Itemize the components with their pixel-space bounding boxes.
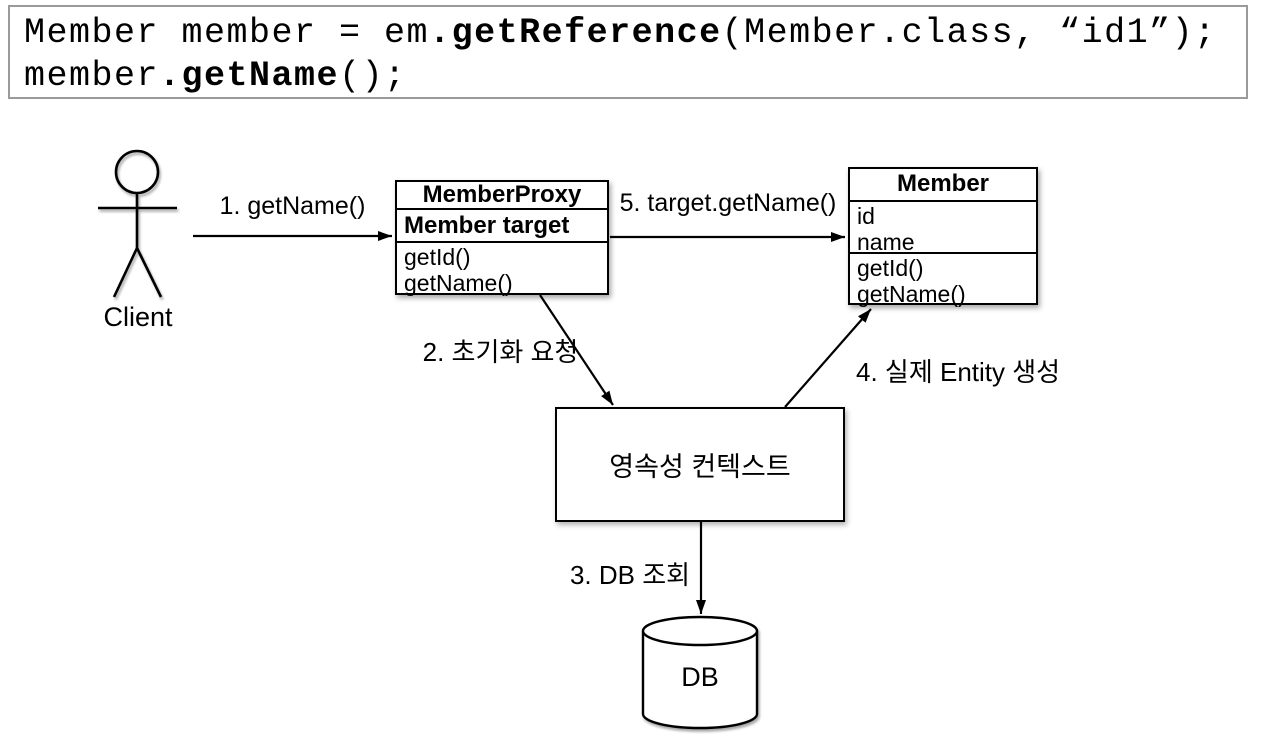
db-cylinder	[641, 615, 759, 730]
db-label: DB	[681, 662, 719, 692]
client-actor-label: Client	[103, 302, 173, 332]
actor-head	[114, 149, 160, 195]
memberproxy-method-getname: getName()	[404, 270, 513, 296]
actor-right-leg	[135, 247, 163, 298]
member-class-box: Member id name getId() getName()	[848, 167, 1038, 307]
label-step4-create-entity: 4. 실제 Entity 생성	[856, 357, 1061, 387]
label-step2-init-request: 2. 초기화 요청	[422, 337, 579, 367]
member-field-name: name	[857, 229, 915, 254]
arrow-step2-init-request	[539, 294, 614, 406]
member-methods: getId() getName()	[850, 254, 1036, 307]
member-method-getid: getId()	[857, 255, 924, 281]
label-step1-getname: 1. getName()	[219, 192, 366, 220]
db-cylinder-body	[641, 631, 759, 730]
code-text: Member member = em	[24, 13, 430, 53]
code-text: (Member.class, “id1”);	[721, 13, 1217, 53]
memberproxy-title: MemberProxy	[397, 182, 607, 210]
label-step3-db-query: 3. DB 조회	[569, 560, 691, 590]
memberproxy-class-box: MemberProxy Member target getId() getNam…	[395, 180, 609, 296]
label-step5-target-getname: 5. target.getName()	[619, 189, 837, 217]
code-line-2: member.getName();	[24, 55, 1246, 98]
member-method-getname: getName()	[857, 281, 966, 307]
actor-left-leg	[112, 247, 139, 298]
member-fields: id name	[850, 202, 1036, 254]
memberproxy-method-getid: getId()	[404, 244, 471, 270]
code-line-1: Member member = em.getReference(Member.c…	[24, 12, 1246, 55]
code-text: ();	[339, 56, 407, 96]
code-text: member	[24, 56, 160, 96]
code-bold-getreference: .getReference	[429, 13, 722, 53]
db-cylinder-top	[641, 615, 759, 647]
code-block: Member member = em.getReference(Member.c…	[8, 5, 1248, 99]
member-field-id: id	[857, 203, 875, 229]
code-bold-getname: .getName	[159, 56, 340, 96]
persistence-context-box: 영속성 컨텍스트	[555, 407, 845, 522]
member-title: Member	[850, 169, 1036, 202]
arrow-step4-create-entity	[784, 308, 872, 408]
memberproxy-methods: getId() getName()	[397, 243, 607, 296]
persistence-context-label: 영속성 컨텍스트	[609, 452, 791, 482]
memberproxy-field-target: Member target	[397, 210, 607, 243]
client-actor-figure	[98, 149, 177, 298]
